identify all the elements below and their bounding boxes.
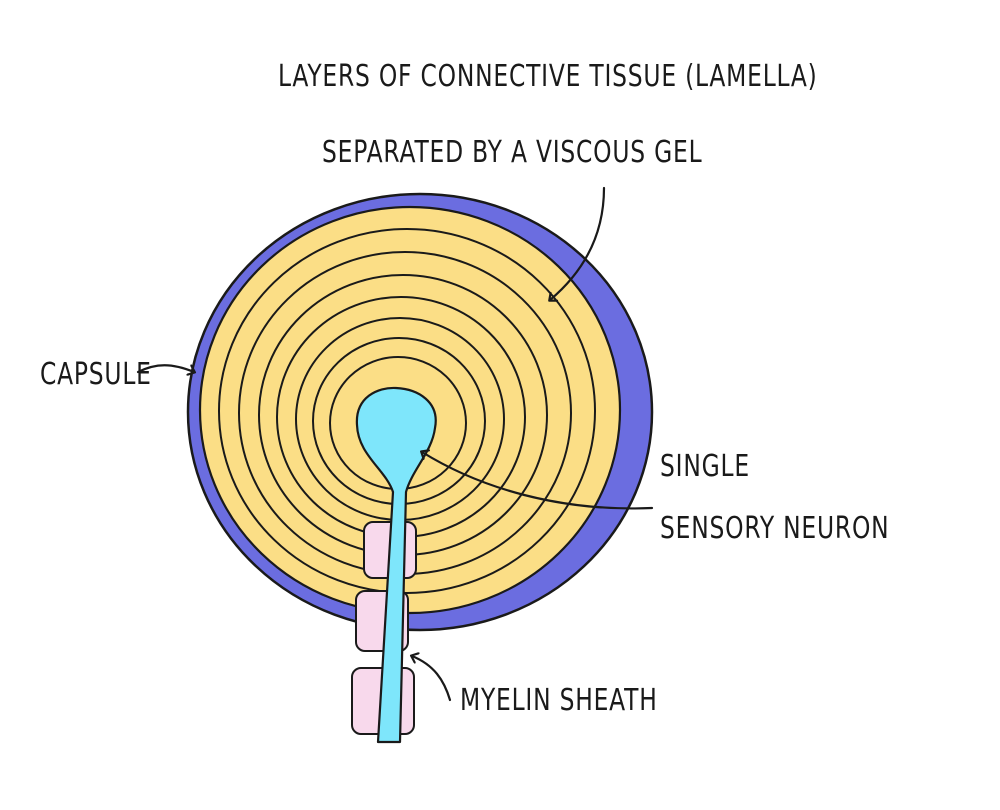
pointer-arrows: [136, 186, 654, 702]
capsule-label: Capsule: [40, 357, 152, 392]
neuron-label-line1: Single: [660, 449, 750, 484]
myelin-label: Myelin sheath: [460, 683, 658, 718]
neuron-arrow: [422, 452, 654, 510]
neuron-label-line2: Sensory neuron: [660, 511, 890, 546]
sensory-neuron: [355, 386, 437, 744]
myelin-arrow: [412, 656, 452, 702]
lamella-arrow: [550, 186, 606, 300]
lamella-label-line1: Layers of connective tissue (lamella): [278, 59, 818, 94]
capsule-arrow: [136, 364, 194, 372]
lamella-label-line2: separated by a viscous gel: [322, 135, 703, 170]
